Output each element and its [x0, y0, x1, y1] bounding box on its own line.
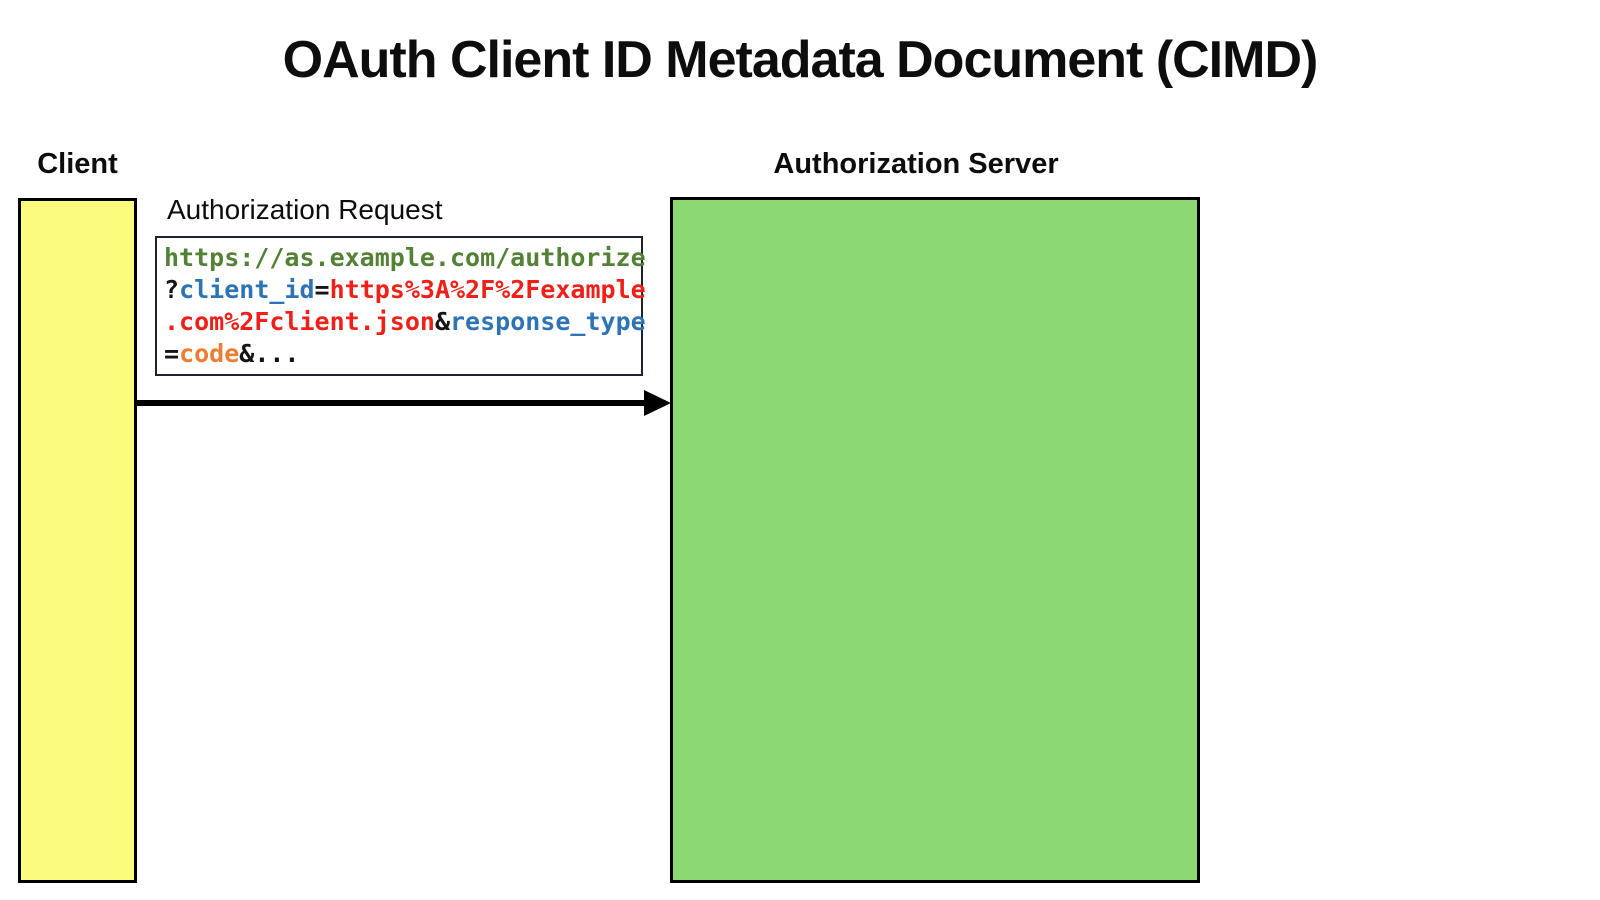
- client-actor-label: Client: [37, 148, 118, 180]
- code-line: https://as.example.com/authorize: [164, 242, 646, 274]
- client-lifeline: [18, 198, 137, 883]
- code-segment-red: .com%2Fclient.json: [164, 307, 435, 336]
- code-line: .com%2Fclient.json&response_type: [164, 306, 646, 338]
- code-line: =code&...: [164, 338, 634, 370]
- code-segment-blue: response_type: [450, 307, 646, 336]
- request-arrow-head-icon: [644, 390, 671, 416]
- authorization-request-label: Authorization Request: [167, 194, 443, 225]
- code-segment-red: https%3A%2F%2Fexample: [329, 275, 646, 304]
- code-segment-plain: &: [434, 307, 450, 336]
- code-line: ?client_id=https%3A%2F%2Fexample: [164, 274, 646, 306]
- code-segment-orange: code: [179, 339, 240, 368]
- authorization-server-actor-label: Authorization Server: [773, 148, 1059, 180]
- request-arrow-line: [137, 400, 646, 406]
- code-segment-plain: &...: [239, 339, 300, 368]
- code-segment-plain: =: [164, 339, 180, 368]
- code-segment-blue: client_id: [179, 275, 315, 304]
- code-box: https://as.example.com/authorize?client_…: [155, 236, 646, 376]
- code-segment-plain: ?: [164, 275, 180, 304]
- page-title: OAuth Client ID Metadata Document (CIMD): [282, 31, 1319, 89]
- code-segment-plain: =: [314, 275, 330, 304]
- authorization-server-box: [670, 197, 1200, 883]
- code-segment-green: https://as.example.com/authorize: [164, 243, 646, 272]
